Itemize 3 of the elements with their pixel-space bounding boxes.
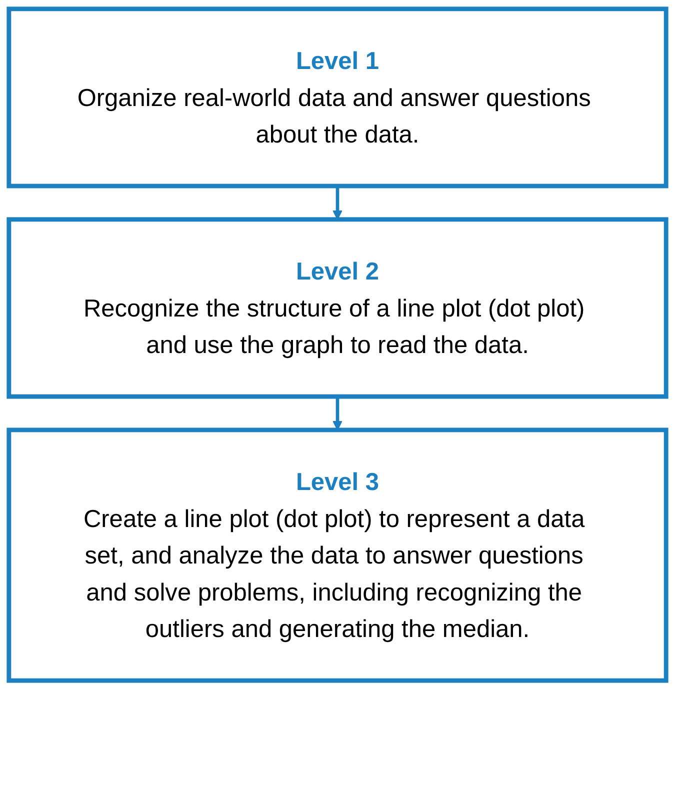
node-box: Level 3 Create a line plot (dot plot) to represent a data set, and analyze the data to answer questions and solve problems, including recognizing the outliers and generating the median. xyxy=(6,428,668,683)
node-box: Level 1 Organize real-world data and answer questions about the data. xyxy=(6,6,668,188)
node-box: Level 2 Recognize the structure of a line plot (dot plot) and use the graph to read the data. xyxy=(6,217,668,399)
